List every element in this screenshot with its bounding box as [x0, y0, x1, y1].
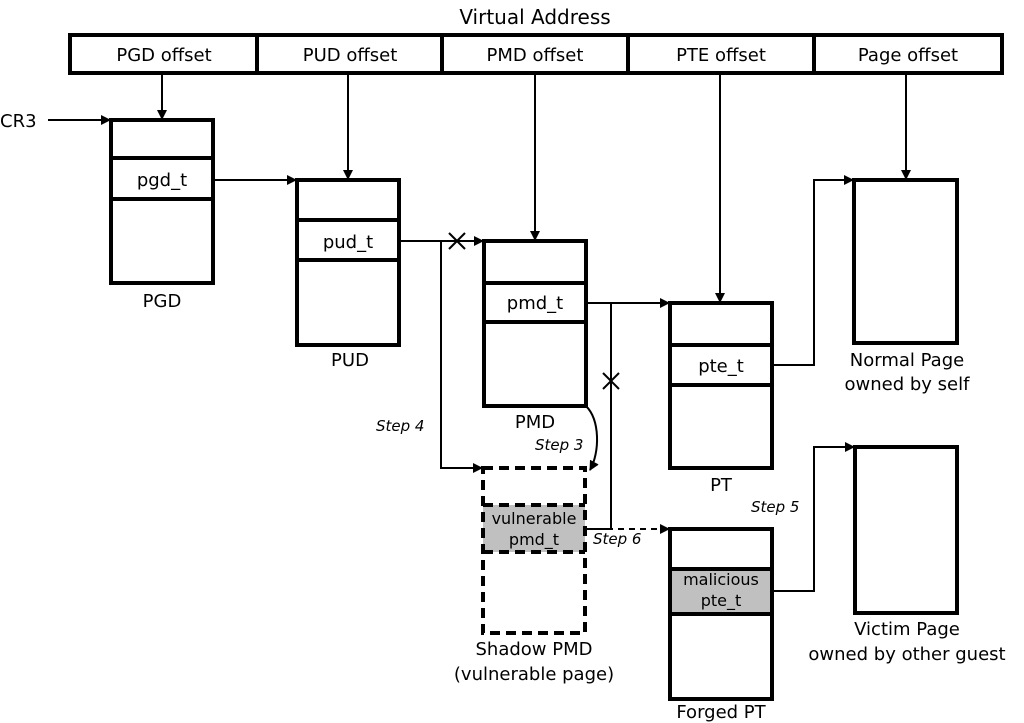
vulnerable-pmd-entry-fill: [483, 505, 585, 552]
pmd-entry: pmd_t: [507, 293, 563, 314]
step5-label: Step 5: [751, 498, 799, 516]
vulnerable-pmd-entry-line2: pmd_t: [509, 530, 559, 550]
link-pmd-vulnerable: [585, 303, 612, 530]
malicious-pte-entry-line2: pte_t: [701, 591, 742, 611]
arrow-step3: [585, 405, 599, 471]
step4-label: Step 4: [376, 417, 424, 435]
field-page-offset: Page offset: [858, 45, 958, 66]
pmd-label: PMD: [515, 412, 555, 433]
field-pmd-offset: PMD offset: [487, 45, 584, 66]
pgd-label: PGD: [143, 291, 182, 312]
malicious-pte-entry-line1: malicious: [683, 570, 759, 589]
pgd-entry: pgd_t: [137, 170, 187, 191]
forged-pt-label: Forged PT: [676, 702, 766, 723]
step3-label: Step 3: [535, 436, 583, 454]
normal-page: [852, 178, 959, 345]
pt-table: pte_t: [668, 301, 774, 470]
pud-table: pud_t: [295, 178, 401, 347]
virtual-address-bar: PGD offset PUD offset PMD offset PTE off…: [68, 33, 1004, 75]
forged-pt-table: malicious pte_t: [668, 527, 774, 701]
arrow-step5: [772, 442, 855, 592]
shadow-pmd-label-line2: (vulnerable page): [454, 664, 614, 685]
pt-entry: pte_t: [698, 356, 744, 377]
diagram-title: Virtual Address: [459, 5, 610, 29]
pmd-table: pmd_t: [482, 239, 588, 408]
normal-page-label-line2: owned by self: [845, 374, 971, 395]
pud-entry: pud_t: [323, 232, 373, 253]
victim-page-label-line2: owned by other guest: [808, 644, 1005, 665]
cr3-label: CR3: [0, 111, 37, 132]
field-pud-offset: PUD offset: [303, 45, 398, 66]
pgd-table: pgd_t: [109, 118, 215, 285]
shadow-pmd-label-line1: Shadow PMD: [476, 639, 593, 660]
cut-mark-pmd-link: [602, 372, 620, 390]
victim-page: [853, 445, 959, 615]
vulnerable-pmd-entry-line1: vulnerable: [492, 509, 577, 528]
pt-label: PT: [710, 475, 733, 496]
cut-mark-pud-pmd: [448, 232, 466, 250]
arrow-step4: [440, 241, 483, 473]
shadow-pmd-table: vulnerable pmd_t: [481, 466, 587, 635]
field-pte-offset: PTE offset: [676, 45, 766, 66]
arrow-pte-to-normal-page: [772, 175, 854, 366]
pud-label: PUD: [331, 350, 369, 371]
normal-page-label-line1: Normal Page: [850, 350, 964, 371]
step6-label: Step 6: [593, 530, 641, 548]
victim-page-label-line1: Victim Page: [854, 619, 960, 640]
field-pgd-offset: PGD offset: [116, 45, 211, 66]
